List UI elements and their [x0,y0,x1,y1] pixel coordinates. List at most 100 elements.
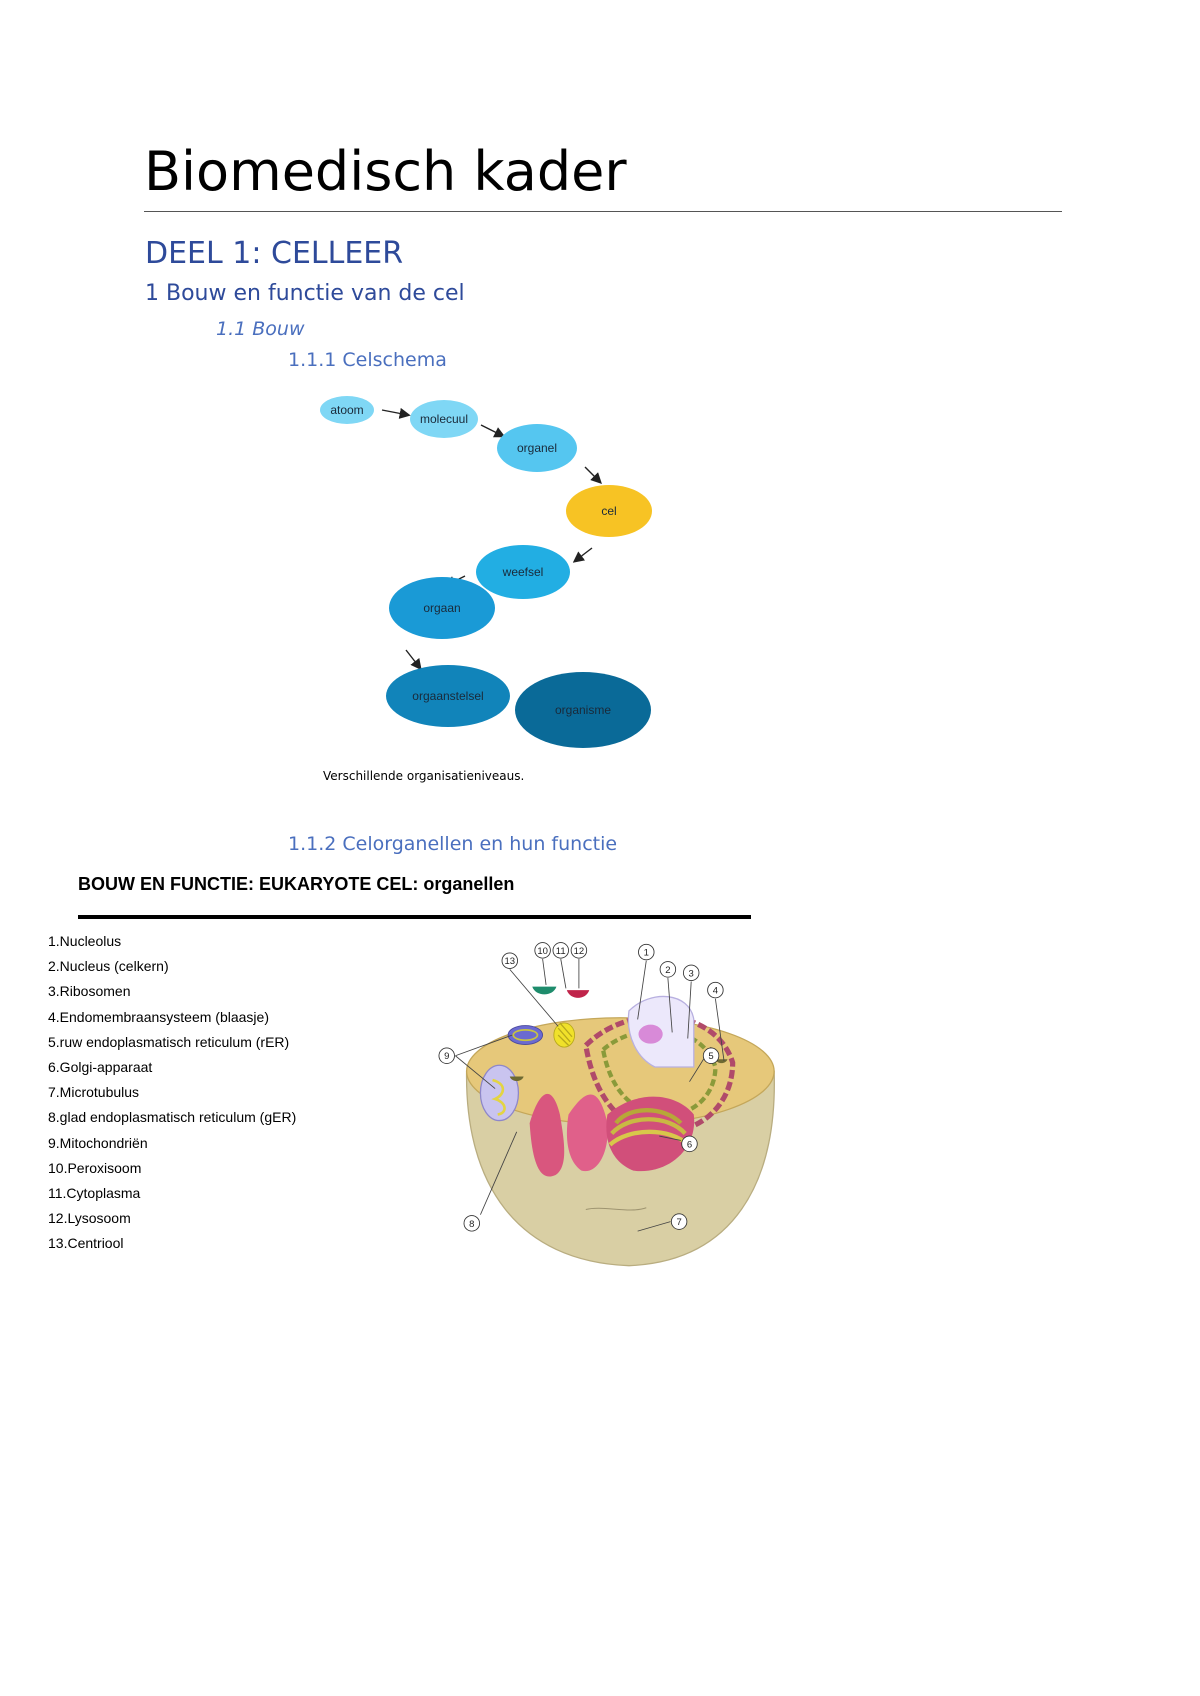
callout-number: 2 [665,965,670,976]
schema-node-label: atoom [330,403,363,417]
diagram-caption: Verschillende organisatieniveaus. [323,769,525,783]
callout-number: 4 [713,986,718,997]
schema-node-orgaan: orgaan [389,577,495,639]
label-leader [659,1135,681,1141]
label-leader [667,977,673,1033]
callout-4: 4 [707,981,724,999]
schema-node-organel: organel [497,424,577,472]
nucleolus [638,1024,663,1044]
callout-number: 12 [574,946,585,957]
callout-circle [638,943,655,961]
arrow [480,424,506,438]
callout-1: 1 [638,943,655,961]
golgi-cisterna [608,1129,690,1147]
peroxisome [532,986,557,995]
callout-7: 7 [670,1213,688,1230]
schema-node-shape [476,545,570,599]
callout-circle [682,964,700,982]
section-heading-1-1: 1.1 Bouw [216,318,305,340]
organelle-list-item: 3.Ribosomen [48,983,131,1000]
callout-circle [438,1047,455,1064]
callout-9: 9 [438,1047,455,1064]
label-leader [509,969,559,1027]
schema-node-label: orgaanstelsel [412,689,483,703]
label-leader [637,960,647,1020]
schema-node-shape [386,665,510,727]
callout-3: 3 [682,964,700,982]
callout-circle [702,1047,720,1064]
schema-node-label: organel [517,441,557,455]
mitochondrion-cristae [512,1028,539,1042]
callout-circle [534,942,551,959]
section-heading-1-1-2: 1.1.2 Celorganellen en hun functie [288,833,618,855]
callout-circle [659,961,677,978]
callout-12: 12 [570,942,588,959]
callout-5: 5 [702,1047,720,1064]
organelle-list-item: 9.Mitochondriën [48,1134,148,1151]
mitochondrion [479,1064,520,1122]
callout-number: 3 [689,968,694,979]
label-leader [714,998,725,1062]
callout-circle [570,942,588,959]
schema-node-shape [410,400,478,438]
callout-6: 6 [681,1135,698,1153]
callout-number: 13 [505,956,516,967]
callout-circle [501,952,518,969]
organelle-list-item: 7.Microtubulus [48,1084,140,1101]
organelle-list-item: 4.Endomembraansysteem (blaasje) [48,1008,269,1025]
label-leader [637,1221,671,1232]
vesicle [509,1076,524,1082]
organelle-list-item: 5.ruw endoplasmatisch reticulum (rER) [48,1033,290,1050]
organelle-list-item: 11.Cytoplasma [48,1184,141,1201]
mitochondrion [507,1025,544,1045]
label-leader [480,1131,518,1215]
arrow [381,407,411,419]
arrow [572,547,593,563]
golgi-cisterna [614,1108,683,1125]
arrow [405,649,422,671]
label-leader [560,958,567,989]
schema-node-shape [515,672,651,748]
callout-number: 11 [556,946,566,957]
callout-circle [552,942,569,959]
schema-node-cel: cel [566,485,652,537]
label-leader [687,981,692,1039]
organelle-list-item: 6.Golgi-apparaat [48,1058,153,1075]
schema-node-molecuul: molecuul [410,400,478,438]
arrow [584,466,602,484]
document-title: Biomedisch kader [144,140,627,203]
schema-node-shape [497,424,577,472]
mitochondrion-cristae [491,1078,506,1116]
microtubule [585,1207,647,1211]
vesicle [715,1059,728,1064]
title-divider [144,211,1062,212]
schema-node-shape [389,577,495,639]
organelle-list-item: 10.Peroxisoom [48,1159,142,1176]
section-heading-1-1-1: 1.1.1 Celschema [288,349,447,371]
callout-2: 2 [659,961,677,978]
label-leader [455,1055,496,1089]
schema-node-label: weefsel [502,565,544,579]
golgi-cisterna [610,1117,687,1136]
schema-node-label: cel [601,504,616,518]
callout-number: 9 [444,1051,449,1062]
callout-number: 6 [687,1139,692,1150]
smooth-er-shape [529,1093,565,1177]
schema-node-orgaanstelsel: orgaanstelsel [386,665,510,727]
organelles-title-rule [78,915,751,919]
callout-number: 8 [469,1219,474,1230]
lysosome [566,990,590,998]
callout-circle [681,1135,698,1153]
callout-11: 11 [552,942,569,959]
part-heading: DEEL 1: CELLEER [145,236,404,271]
schema-node-weefsel: weefsel [476,545,570,599]
callout-number: 10 [537,946,548,957]
label-leader [455,1034,513,1057]
callout-circle [463,1215,480,1232]
callout-number: 7 [676,1217,681,1228]
organelle-list-item: 8.glad endoplasmatisch reticulum (gER) [48,1109,297,1126]
callout-number: 5 [708,1051,713,1062]
schema-node-atoom: atoom [320,396,374,424]
